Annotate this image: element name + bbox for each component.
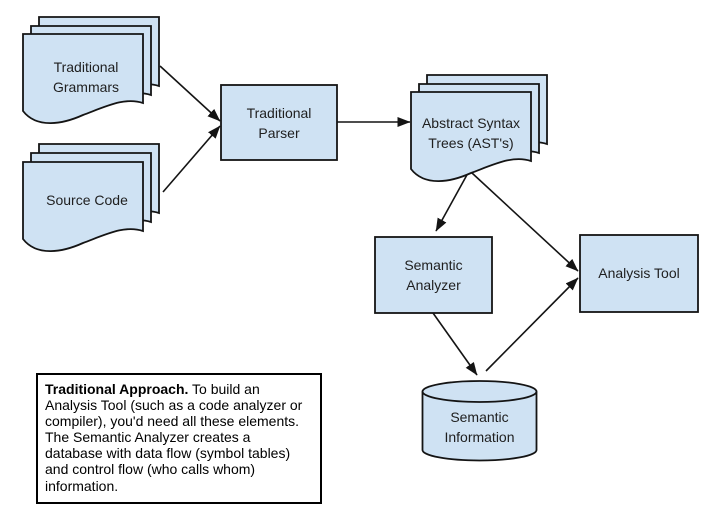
- node-label-line: Grammars: [53, 79, 119, 95]
- process-rectangle: [374, 236, 493, 314]
- process-rectangle: [220, 84, 338, 161]
- node-label-line: Analysis Tool: [598, 265, 679, 281]
- edge-source-to-parser: [162, 125, 221, 193]
- node-label-analysis-tool: Analysis Tool: [598, 265, 679, 281]
- edge-analyzer-to-semantic-info: [432, 312, 478, 376]
- node-analysis-tool: Analysis Tool: [579, 234, 699, 313]
- node-source-code: Source Code: [22, 143, 160, 252]
- node-label-line: Parser: [258, 125, 300, 141]
- node-label-line: Traditional: [247, 105, 312, 121]
- document-shape-front: [22, 33, 144, 124]
- edge-ast-to-analysis-tool: [471, 172, 579, 272]
- document-shape-front: [410, 91, 532, 182]
- caption-title: Traditional Approach.: [45, 381, 189, 397]
- node-label-line: Information: [444, 429, 514, 445]
- node-label-source-code: Source Code: [46, 192, 128, 208]
- node-label-line: Trees (AST's): [428, 135, 513, 151]
- node-label-line: Abstract Syntax: [422, 115, 520, 131]
- database-cylinder-body: [421, 391, 538, 462]
- process-rectangle: [579, 234, 699, 313]
- node-label-line: Semantic: [450, 409, 508, 425]
- caption-body: To build an Analysis Tool (such as a cod…: [45, 381, 303, 494]
- node-label-line: Source Code: [46, 192, 128, 208]
- node-label-line: Semantic: [404, 257, 462, 273]
- caption-box: Traditional Approach. To build an Analys…: [36, 373, 322, 504]
- database-cylinder-top: [421, 380, 538, 403]
- edge-grammars-to-parser: [159, 65, 221, 122]
- node-label-line: Analyzer: [406, 277, 461, 293]
- node-label-line: Traditional: [54, 59, 119, 75]
- edge-semantic-info-to-analysis-tool: [485, 277, 579, 372]
- document-shape-front: [22, 161, 144, 252]
- caption-text-block: Traditional Approach. To build an Analys…: [45, 381, 308, 494]
- edge-ast-to-analyzer: [435, 172, 469, 232]
